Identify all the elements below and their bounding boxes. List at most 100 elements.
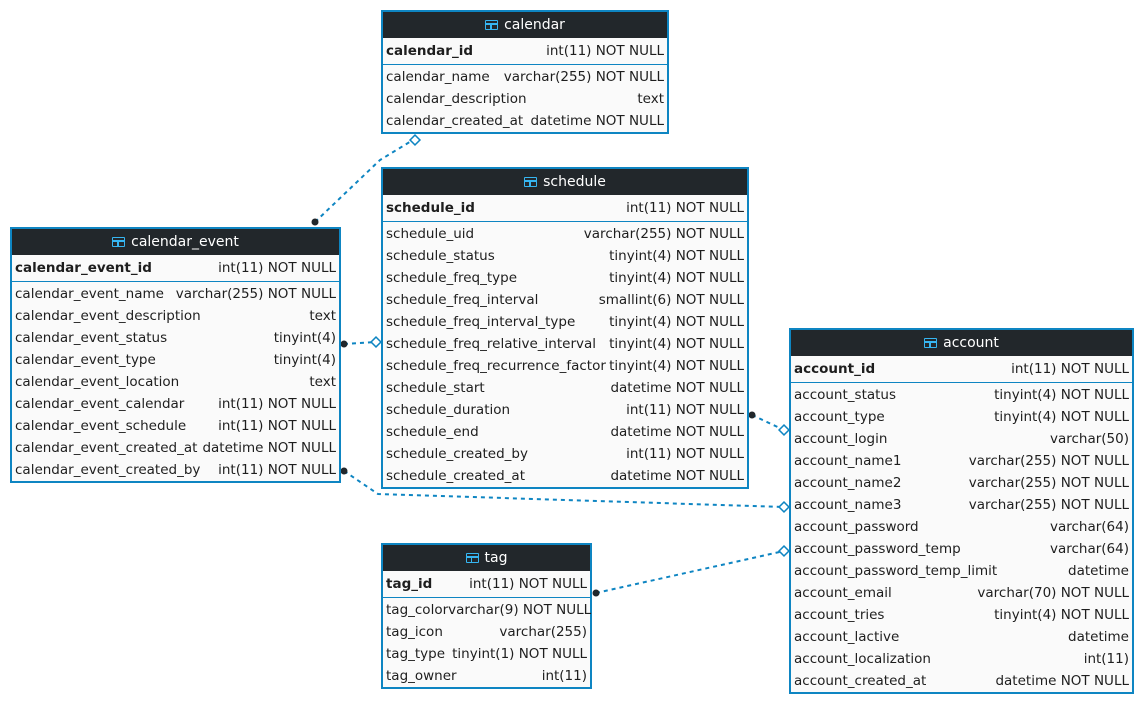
column-name: calendar_event_created_by: [15, 462, 201, 478]
column-name: schedule_end: [386, 424, 479, 440]
table-name: calendar: [504, 17, 565, 33]
column-name: account_password_temp: [794, 541, 961, 557]
link-calendar-event-to-schedule[interactable]: [343, 341, 377, 345]
link-schedule-to-account[interactable]: [751, 414, 785, 431]
table-header[interactable]: calendar: [383, 12, 667, 38]
column-type: varchar(50): [1049, 431, 1129, 447]
link-tag-to-account[interactable]: [595, 550, 785, 594]
link-end-dot: [592, 589, 600, 597]
link-end-dot: [340, 340, 348, 348]
column-type: datetime NOT NULL: [530, 113, 664, 129]
table-header[interactable]: schedule: [383, 169, 747, 195]
primary-key-row[interactable]: tag_id int(11) NOT NULL: [383, 571, 590, 598]
column-name: account_login: [794, 431, 888, 447]
table-header[interactable]: tag: [383, 545, 590, 571]
column-type: int(11) NOT NULL: [626, 446, 744, 462]
table-header[interactable]: account: [791, 330, 1132, 356]
table-schedule[interactable]: schedule schedule_id int(11) NOT NULL sc…: [381, 167, 749, 489]
column-type: int(11) NOT NULL: [218, 462, 336, 478]
column-row[interactable]: account_login varchar(50): [791, 428, 1132, 450]
column-type: varchar(255): [499, 624, 587, 640]
primary-key-row[interactable]: schedule_id int(11) NOT NULL: [383, 195, 747, 222]
column-type: int(11) NOT NULL: [469, 576, 587, 592]
primary-key-row[interactable]: calendar_id int(11) NOT NULL: [383, 38, 667, 65]
column-type: tinyint(4) NOT NULL: [609, 248, 744, 264]
column-type: datetime NOT NULL: [610, 468, 744, 484]
table-calendar-event[interactable]: calendar_event calendar_event_id int(11)…: [10, 227, 341, 483]
column-type: tinyint(4) NOT NULL: [609, 270, 744, 286]
column-name: account_type: [794, 409, 885, 425]
column-type: varchar(255) NOT NULL: [968, 475, 1129, 491]
column-name: calendar_description: [386, 91, 527, 107]
column-type: tinyint(4) NOT NULL: [609, 358, 744, 374]
column-name: account_tries: [794, 607, 885, 623]
column-type: varchar(70) NOT NULL: [977, 585, 1129, 601]
table-calendar[interactable]: calendar calendar_id int(11) NOT NULL ca…: [381, 10, 669, 134]
column-name: account_created_at: [794, 673, 927, 689]
column-type: text: [637, 91, 664, 107]
column-name: tag_type: [386, 646, 446, 662]
primary-key-row[interactable]: calendar_event_id int(11) NOT NULL: [12, 255, 339, 282]
link-end-diamond: [777, 544, 791, 558]
column-type: datetime: [1068, 563, 1129, 579]
table-header[interactable]: calendar_event: [12, 229, 339, 255]
table-name: tag: [484, 550, 508, 566]
column-name: calendar_event_id: [15, 260, 152, 276]
primary-key-row[interactable]: account_id int(11) NOT NULL: [791, 356, 1132, 383]
column-row[interactable]: calendar_event_created_by int(11) NOT NUL…: [12, 459, 339, 481]
column-type: int(11) NOT NULL: [546, 43, 664, 59]
link-end-diamond: [777, 500, 791, 514]
column-type: varchar(64): [1049, 519, 1129, 535]
column-name: calendar_event_type: [15, 352, 156, 368]
table-icon: [485, 20, 499, 30]
table-account[interactable]: account account_id int(11) NOT NULL acco…: [789, 328, 1134, 694]
column-name: calendar_event_location: [15, 374, 180, 390]
column-type: varchar(255) NOT NULL: [968, 453, 1129, 469]
column-type: varchar(9) NOT NULL: [448, 602, 592, 618]
column-name: schedule_freq_interval: [386, 292, 539, 308]
column-name: tag_owner: [386, 668, 457, 684]
column-name: tag_color: [386, 602, 449, 618]
column-row[interactable]: calendar_description text: [383, 88, 667, 110]
